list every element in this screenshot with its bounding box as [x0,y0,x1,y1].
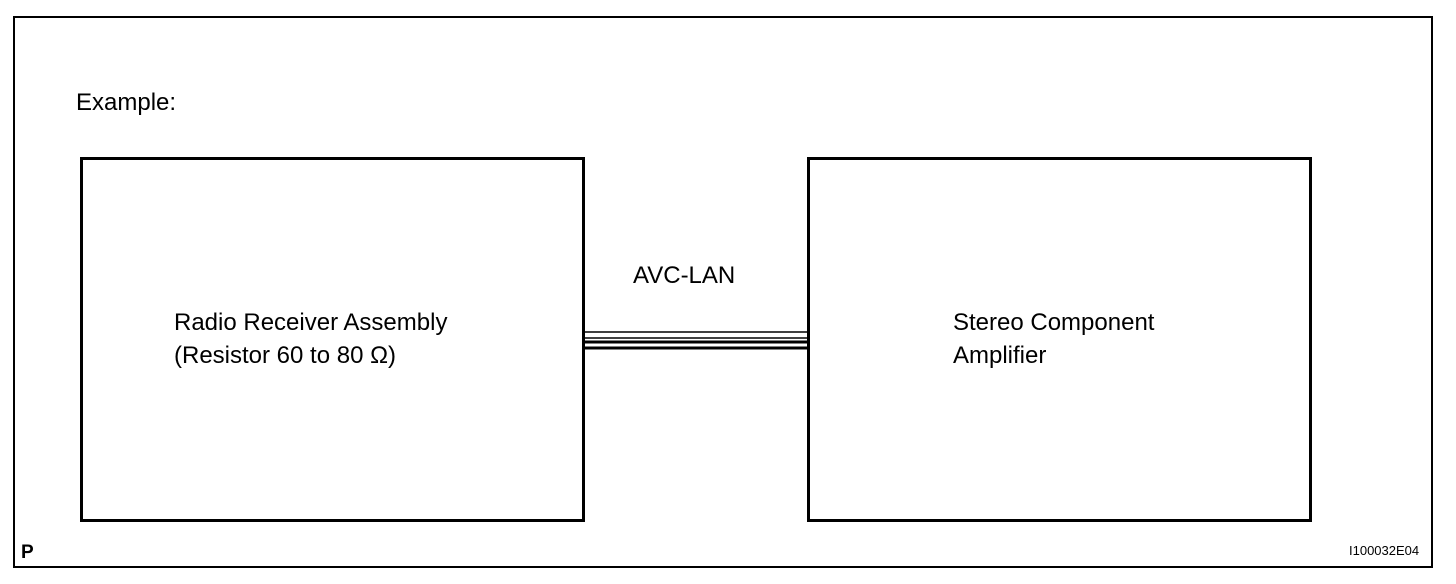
figure-code: I100032E04 [1349,543,1420,558]
avc-lan-label: AVC-LAN [633,262,736,289]
resistor-value-label: (Resistor 60 to 80 Ω) [174,342,397,369]
radio-receiver-assembly-box [80,157,585,522]
corner-letter: P [21,542,34,563]
radio-receiver-label: Radio Receiver Assembly [174,309,448,336]
diagram-frame [13,16,1433,568]
stereo-component-amplifier-box [807,157,1312,522]
avc-lan-bus-lines [583,331,810,350]
amplifier-label: Amplifier [953,342,1047,369]
stereo-component-label: Stereo Component [953,309,1155,336]
example-label: Example: [76,89,177,116]
